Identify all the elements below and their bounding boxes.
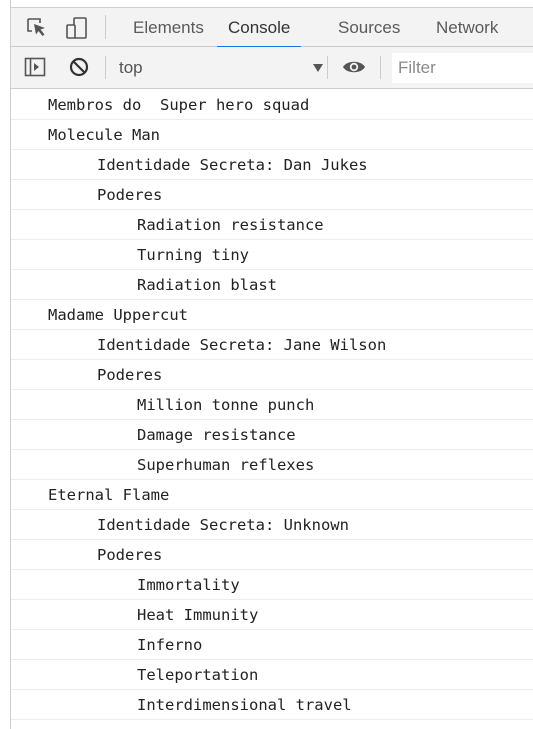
console-message: Identidade Secreta: Jane Wilson bbox=[11, 330, 533, 360]
console-message-text: Membros do Super hero squad bbox=[48, 96, 310, 114]
tab-sources[interactable]: Sources bbox=[338, 18, 401, 37]
console-message-text: Identidade Secreta: Unknown bbox=[97, 516, 349, 534]
console-message-text: Madame Uppercut bbox=[48, 306, 188, 324]
console-message: Heat Immunity bbox=[11, 600, 533, 630]
console-message: Radiation resistance bbox=[11, 210, 533, 240]
toolbar-divider bbox=[327, 56, 328, 79]
console-message: Million tonne punch bbox=[11, 390, 533, 420]
console-message: Immortality bbox=[11, 570, 533, 600]
console-message-text: Molecule Man bbox=[48, 126, 160, 144]
console-message-text: Turning tiny bbox=[137, 246, 249, 264]
console-message-text: Poderes bbox=[97, 186, 163, 204]
device-toolbar-icon[interactable] bbox=[65, 16, 89, 40]
console-message: Identidade Secreta: Dan Jukes bbox=[11, 150, 533, 180]
panel-divider[interactable] bbox=[10, 0, 11, 729]
console-message-text: Poderes bbox=[97, 546, 163, 564]
console-message-text: Identidade Secreta: Dan Jukes bbox=[97, 156, 368, 174]
console-message-text: Radiation blast bbox=[137, 276, 277, 294]
console-message: Teleportation bbox=[11, 660, 533, 690]
console-message: Poderes bbox=[11, 540, 533, 570]
tab-elements[interactable]: Elements bbox=[133, 18, 204, 37]
console-message-text: Immortality bbox=[137, 576, 240, 594]
console-message: Poderes bbox=[11, 180, 533, 210]
console-message: Molecule Man bbox=[11, 120, 533, 150]
console-message: Poderes bbox=[11, 360, 533, 390]
inspect-element-icon[interactable] bbox=[25, 16, 49, 40]
console-message-text: Heat Immunity bbox=[137, 606, 259, 624]
console-message: Superhuman reflexes bbox=[11, 450, 533, 480]
context-selector[interactable]: top bbox=[112, 54, 325, 82]
show-sidebar-icon[interactable] bbox=[24, 56, 46, 78]
console-message-text: Radiation resistance bbox=[137, 216, 324, 234]
tab-console[interactable]: Console bbox=[217, 8, 302, 48]
console-message-text: Identidade Secreta: Jane Wilson bbox=[97, 336, 387, 354]
console-message: Identidade Secreta: Unknown bbox=[11, 510, 533, 540]
console-message-text: Inferno bbox=[137, 636, 203, 654]
console-toolbar: top bbox=[11, 47, 533, 89]
console-message: Turning tiny bbox=[11, 240, 533, 270]
console-message: Madame Uppercut bbox=[11, 300, 533, 330]
tab-network[interactable]: Network bbox=[436, 18, 499, 37]
console-message: Inferno bbox=[11, 630, 533, 660]
console-message: Interdimensional travel bbox=[11, 690, 533, 720]
console-message: Eternal Flame bbox=[11, 480, 533, 510]
console-message-text: Damage resistance bbox=[137, 426, 296, 444]
dropdown-caret-icon bbox=[313, 64, 323, 72]
console-message-text: Poderes bbox=[97, 366, 163, 384]
toolbar-divider bbox=[105, 56, 106, 79]
toolbar-divider bbox=[380, 56, 381, 79]
console-message-text: Superhuman reflexes bbox=[137, 456, 315, 474]
console-message: Damage resistance bbox=[11, 420, 533, 450]
toolbar-divider bbox=[105, 15, 106, 39]
console-message-text: Interdimensional travel bbox=[137, 696, 352, 714]
console-message: Membros do Super hero squad bbox=[11, 90, 533, 120]
console-message-text: Million tonne punch bbox=[137, 396, 315, 414]
filter-input[interactable] bbox=[392, 53, 533, 83]
console-message-text: Eternal Flame bbox=[48, 486, 170, 504]
console-message: Radiation blast bbox=[11, 270, 533, 300]
live-expression-icon[interactable] bbox=[342, 56, 366, 78]
console-message-text: Teleportation bbox=[137, 666, 259, 684]
clear-console-icon[interactable] bbox=[68, 56, 90, 78]
devtools-tab-bar: Elements Console Sources Network bbox=[11, 7, 533, 48]
context-value: top bbox=[119, 58, 143, 77]
